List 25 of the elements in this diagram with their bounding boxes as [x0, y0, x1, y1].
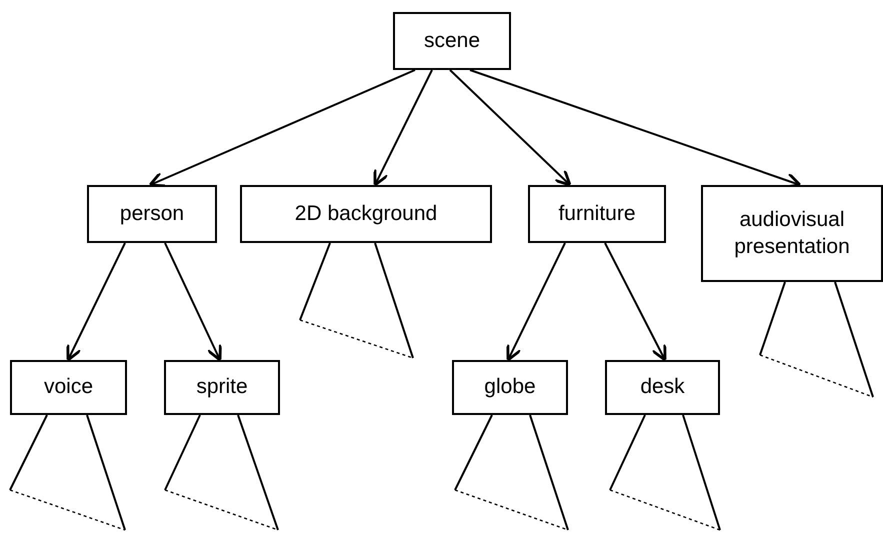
tree-node-box: [87, 185, 217, 243]
tree-node-box: [452, 360, 568, 415]
arrow: [66, 242, 126, 362]
tree-node-box: [10, 360, 127, 415]
node-label: furniture: [558, 200, 636, 227]
node-label: scene: [424, 28, 480, 54]
tree-node-box: [605, 360, 720, 415]
tree-node-box: [393, 12, 511, 70]
tree-node-box: [164, 360, 280, 415]
arrow: [164, 242, 222, 362]
node-label: 2D background: [294, 200, 438, 227]
node-label: person: [120, 200, 184, 227]
node-label: globe: [484, 374, 536, 400]
tree-node-box: [701, 185, 883, 282]
node-label: sprite: [196, 374, 248, 400]
node-label: audiovisual presentation: [733, 207, 851, 260]
tree-node-box: [240, 185, 492, 243]
arrow: [148, 69, 416, 188]
arrow: [449, 69, 572, 186]
arrow: [604, 242, 666, 362]
arrow: [506, 242, 566, 362]
node-label: desk: [640, 374, 685, 400]
node-label: voice: [44, 374, 94, 400]
tree-node-box: [528, 185, 666, 243]
arrow: [374, 70, 433, 186]
